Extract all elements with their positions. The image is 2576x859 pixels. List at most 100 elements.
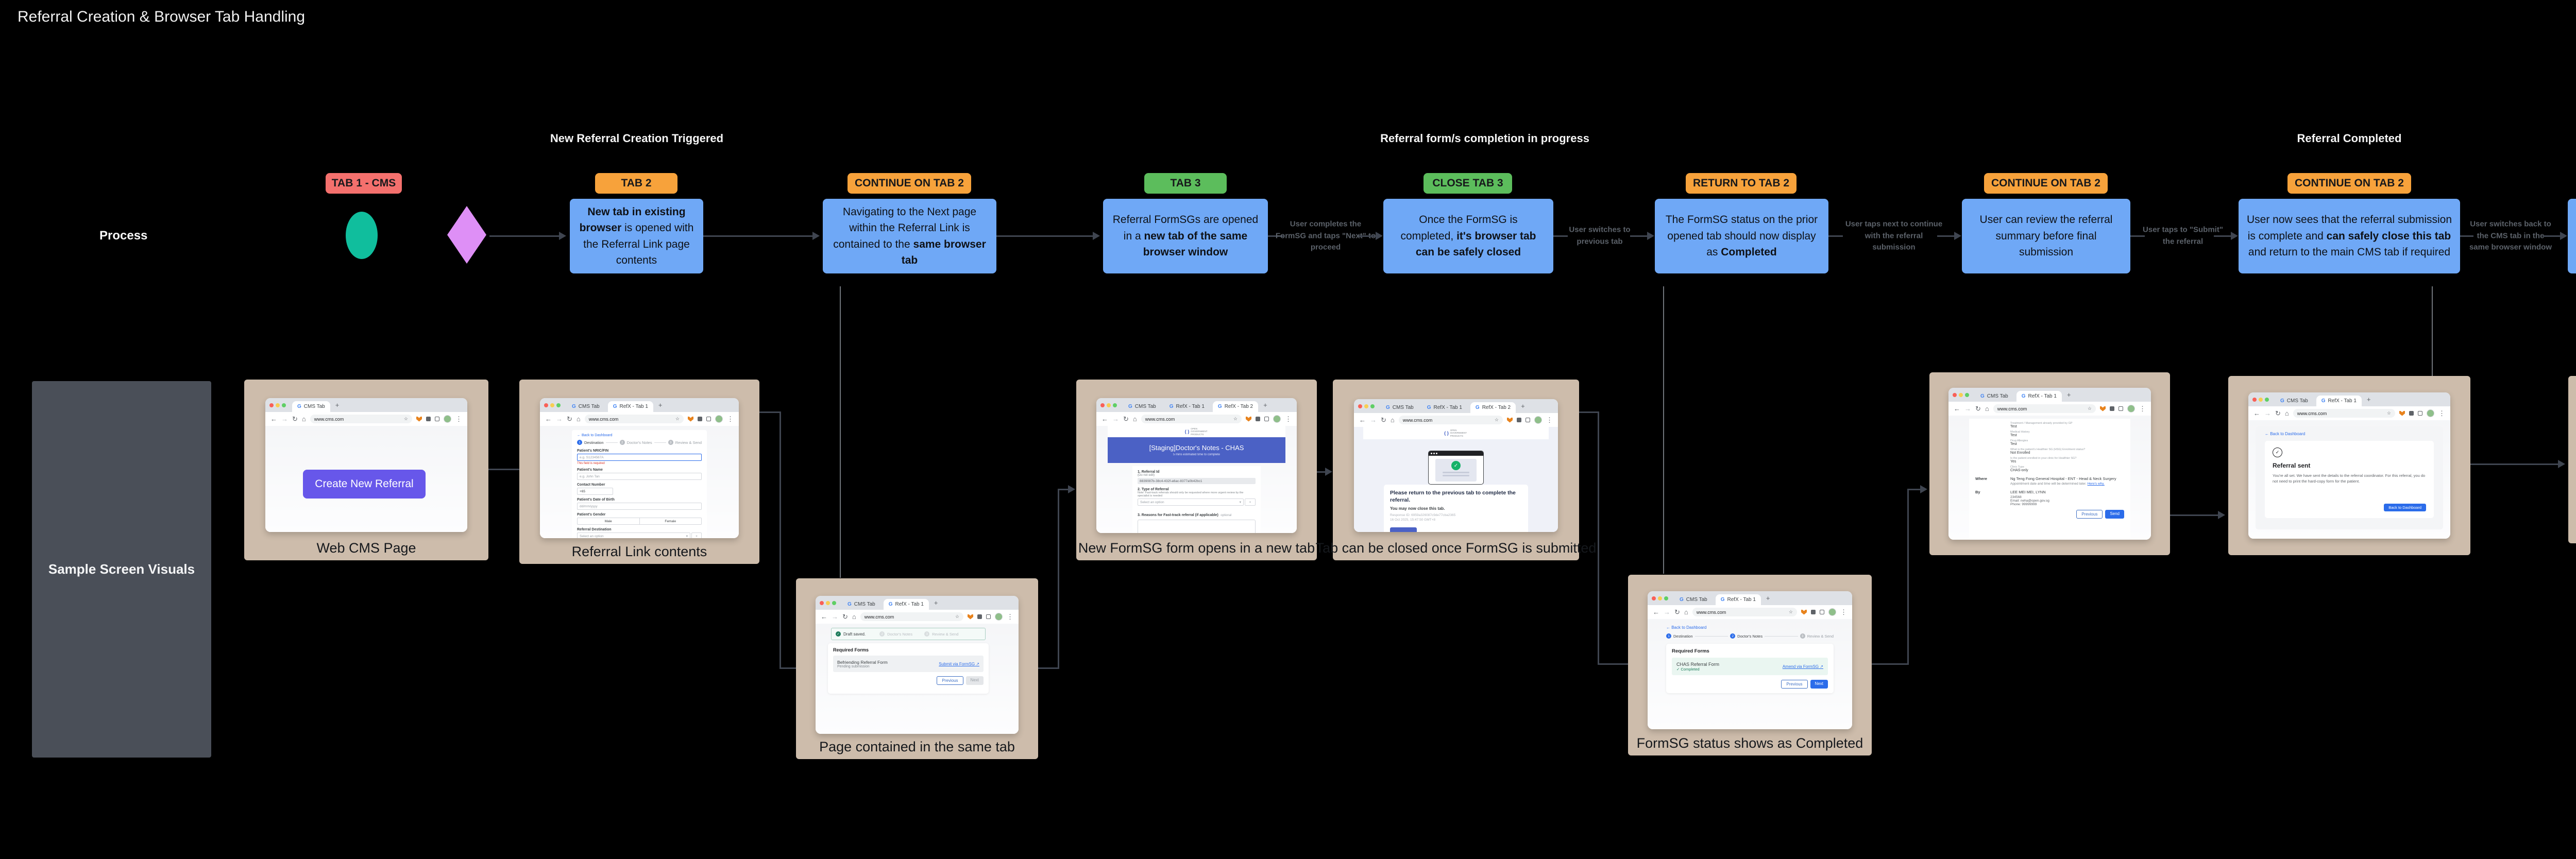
previous-button[interactable]: Previous [1781, 680, 1808, 689]
gender-male-option[interactable]: Male [577, 518, 640, 525]
menu-kebab-icon[interactable]: ⋮ [2139, 404, 2146, 413]
start-ellipse-shape[interactable] [346, 212, 378, 259]
forward-icon[interactable]: → [556, 415, 563, 423]
new-tab-button[interactable]: + [335, 401, 340, 409]
window-controls-icon[interactable] [269, 398, 286, 412]
side-panel-icon[interactable] [986, 614, 991, 619]
window-controls-icon[interactable] [1358, 399, 1375, 413]
home-icon[interactable]: ⌂ [2284, 409, 2289, 417]
bookmark-star-icon[interactable]: ☆ [2386, 410, 2391, 416]
back-icon[interactable]: ← [1101, 415, 1108, 423]
extensions-icon[interactable] [426, 417, 431, 421]
tag-continue-tab2-2[interactable]: CONTINUE ON TAB 2 [1984, 173, 2108, 194]
back-icon[interactable]: ← [1653, 608, 1659, 616]
metamask-extension-icon[interactable] [2399, 410, 2405, 416]
metamask-extension-icon[interactable] [968, 614, 973, 620]
step-box-submission-complete[interactable]: User now sees that the referral submissi… [2239, 199, 2460, 273]
menu-kebab-icon[interactable]: ⋮ [1546, 416, 1553, 424]
back-icon[interactable]: ← [545, 415, 552, 423]
extensions-icon[interactable] [2409, 411, 2414, 416]
home-icon[interactable]: ⌂ [1390, 416, 1395, 424]
heres-why-link[interactable]: Here's why. [2087, 482, 2105, 486]
new-tab-button[interactable]: + [1766, 594, 1770, 602]
step-box-status-completed[interactable]: The FormSG status on the prior opened ta… [1655, 199, 1828, 273]
back-icon[interactable]: ← [821, 613, 827, 621]
previous-button[interactable]: Previous [2076, 510, 2103, 519]
extensions-icon[interactable] [1811, 610, 1816, 614]
decision-diamond-shape[interactable] [447, 206, 486, 264]
metamask-extension-icon[interactable] [1507, 417, 1513, 423]
submit-via-formsg-link[interactable]: Submit via FormSG ↗ [939, 661, 979, 666]
side-panel-icon[interactable] [1264, 417, 1269, 421]
tag-tab1-cms[interactable]: TAB 1 - CMS [326, 173, 402, 194]
extensions-icon[interactable] [1256, 417, 1260, 421]
extensions-icon[interactable] [2110, 406, 2114, 411]
address-bar[interactable]: www.cms.com☆ [1141, 415, 1242, 423]
side-panel-icon[interactable] [1820, 610, 1824, 614]
home-icon[interactable]: ⌂ [852, 613, 856, 621]
metamask-extension-icon[interactable] [1801, 609, 1807, 615]
previous-button[interactable]: Previous [937, 676, 963, 685]
destination-select[interactable]: Select an option▾ [577, 532, 690, 538]
reload-icon[interactable]: ↻ [1123, 415, 1129, 423]
reload-icon[interactable]: ↻ [1381, 416, 1386, 424]
back-icon[interactable]: ← [1954, 405, 1960, 413]
tag-tab3[interactable]: TAB 3 [1144, 173, 1227, 194]
forward-icon[interactable]: → [2264, 409, 2271, 417]
side-panel-icon[interactable] [706, 417, 711, 421]
window-controls-icon[interactable] [2252, 392, 2269, 406]
profile-avatar[interactable] [2427, 409, 2434, 417]
name-input[interactable]: e.g. John Tan [577, 473, 702, 480]
new-tab-button[interactable]: + [2366, 396, 2371, 403]
forward-icon[interactable]: → [1964, 405, 1971, 413]
address-bar[interactable]: www.cms.com☆ [1398, 416, 1503, 424]
create-new-referral-button[interactable]: Create New Referral [303, 470, 426, 499]
fast-track-textarea[interactable] [1138, 520, 1256, 533]
bookmark-star-icon[interactable]: ☆ [675, 416, 680, 421]
forward-icon[interactable]: → [1370, 416, 1377, 424]
back-to-dashboard-link[interactable]: ← Back to Dashboard [1666, 625, 1707, 630]
clear-icon[interactable]: × [1245, 499, 1256, 506]
metamask-extension-icon[interactable] [416, 416, 422, 422]
step-box-formsg-new-tab[interactable]: Referral FormSGs are opened in a new tab… [1103, 199, 1268, 273]
profile-avatar[interactable] [1828, 608, 1836, 616]
home-icon[interactable]: ⌂ [1985, 405, 1989, 413]
metamask-extension-icon[interactable] [1246, 416, 1251, 422]
profile-avatar[interactable] [1534, 416, 1542, 424]
reload-icon[interactable]: ↻ [567, 415, 572, 423]
save-copy-button[interactable] [1390, 527, 1417, 532]
next-button[interactable]: Next [1810, 680, 1828, 689]
new-tab-button[interactable]: + [934, 599, 938, 607]
forward-icon[interactable]: → [281, 415, 288, 423]
menu-kebab-icon[interactable]: ⋮ [727, 415, 734, 423]
bookmark-star-icon[interactable]: ☆ [955, 614, 959, 619]
window-controls-icon[interactable] [1953, 388, 1969, 402]
metamask-extension-icon[interactable] [688, 416, 693, 422]
amend-via-formsg-link[interactable]: Amend via FormSG ↗ [1782, 664, 1823, 669]
bookmark-star-icon[interactable]: ☆ [2087, 406, 2092, 411]
new-tab-button[interactable]: + [1263, 401, 1267, 409]
gender-female-option[interactable]: Female [639, 518, 702, 525]
home-icon[interactable]: ⌂ [1684, 608, 1688, 616]
type-of-referral-select[interactable]: Select an option▾ [1138, 499, 1244, 506]
step-box-navigating[interactable]: Navigating to the Next page within the R… [823, 199, 996, 273]
profile-avatar[interactable] [444, 415, 451, 423]
window-controls-icon[interactable] [1652, 591, 1668, 605]
step-box-back-on-cms[interactable]: User is back on the CMS tab [2568, 199, 2576, 273]
side-panel-icon[interactable] [2119, 406, 2123, 411]
reload-icon[interactable]: ↻ [1975, 404, 1981, 413]
profile-avatar[interactable] [715, 415, 723, 423]
back-to-dashboard-button[interactable]: Back to Dashboard [2384, 504, 2426, 511]
forward-icon[interactable]: → [832, 613, 838, 621]
address-bar[interactable]: www.cms.com☆ [584, 415, 684, 423]
tag-tab2[interactable]: TAB 2 [595, 173, 677, 194]
